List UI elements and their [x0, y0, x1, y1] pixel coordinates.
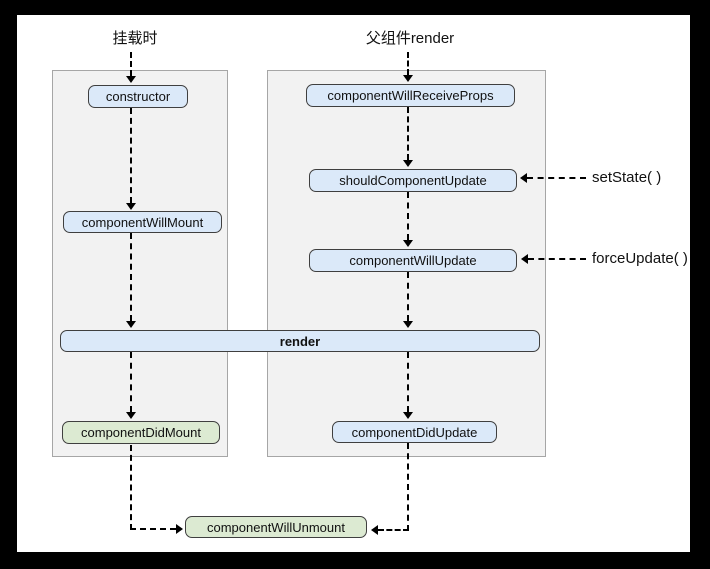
arrow-setstate-to-shouldupdate [520, 173, 586, 183]
arrow-willupdate-to-render [403, 272, 413, 328]
arrow-elbow-to-willunmount-right [371, 525, 409, 535]
arrow-didupdate-down-elbow [407, 443, 409, 531]
arrow-willmount-to-render [126, 233, 136, 328]
arrow-mount-to-constructor [126, 52, 136, 83]
node-componentdidupdate: componentDidUpdate [332, 421, 497, 443]
arrow-elbow-to-willunmount-left [130, 524, 183, 534]
node-componentwillreceiveprops: componentWillReceiveProps [306, 84, 515, 107]
arrow-willreceiveprops-to-shouldupdate [403, 107, 413, 167]
arrow-parentrender-to-willreceiveprops [403, 52, 413, 82]
node-render: render [60, 330, 540, 352]
arrow-render-to-didmount [126, 352, 136, 419]
arrow-forceupdate-to-willupdate [521, 254, 586, 264]
node-componentdidmount: componentDidMount [62, 421, 220, 444]
node-shouldcomponentupdate: shouldComponentUpdate [309, 169, 517, 192]
mount-phase-panel [52, 70, 228, 457]
arrow-constructor-to-willmount [126, 108, 136, 210]
arrow-render-to-didupdate [403, 352, 413, 419]
parent-render-label: 父组件render [365, 30, 455, 47]
arrow-didmount-down-elbow [130, 445, 132, 530]
forceupdate-label: forceUpdate( ) [592, 250, 688, 267]
arrow-shouldupdate-to-willupdate [403, 192, 413, 247]
node-componentwillupdate: componentWillUpdate [309, 249, 517, 272]
node-componentwillunmount: componentWillUnmount [185, 516, 367, 538]
node-constructor: constructor [88, 85, 188, 108]
setstate-label: setState( ) [592, 169, 662, 186]
node-componentwillmount: componentWillMount [63, 211, 222, 233]
mount-phase-label: 挂载时 [112, 30, 158, 47]
